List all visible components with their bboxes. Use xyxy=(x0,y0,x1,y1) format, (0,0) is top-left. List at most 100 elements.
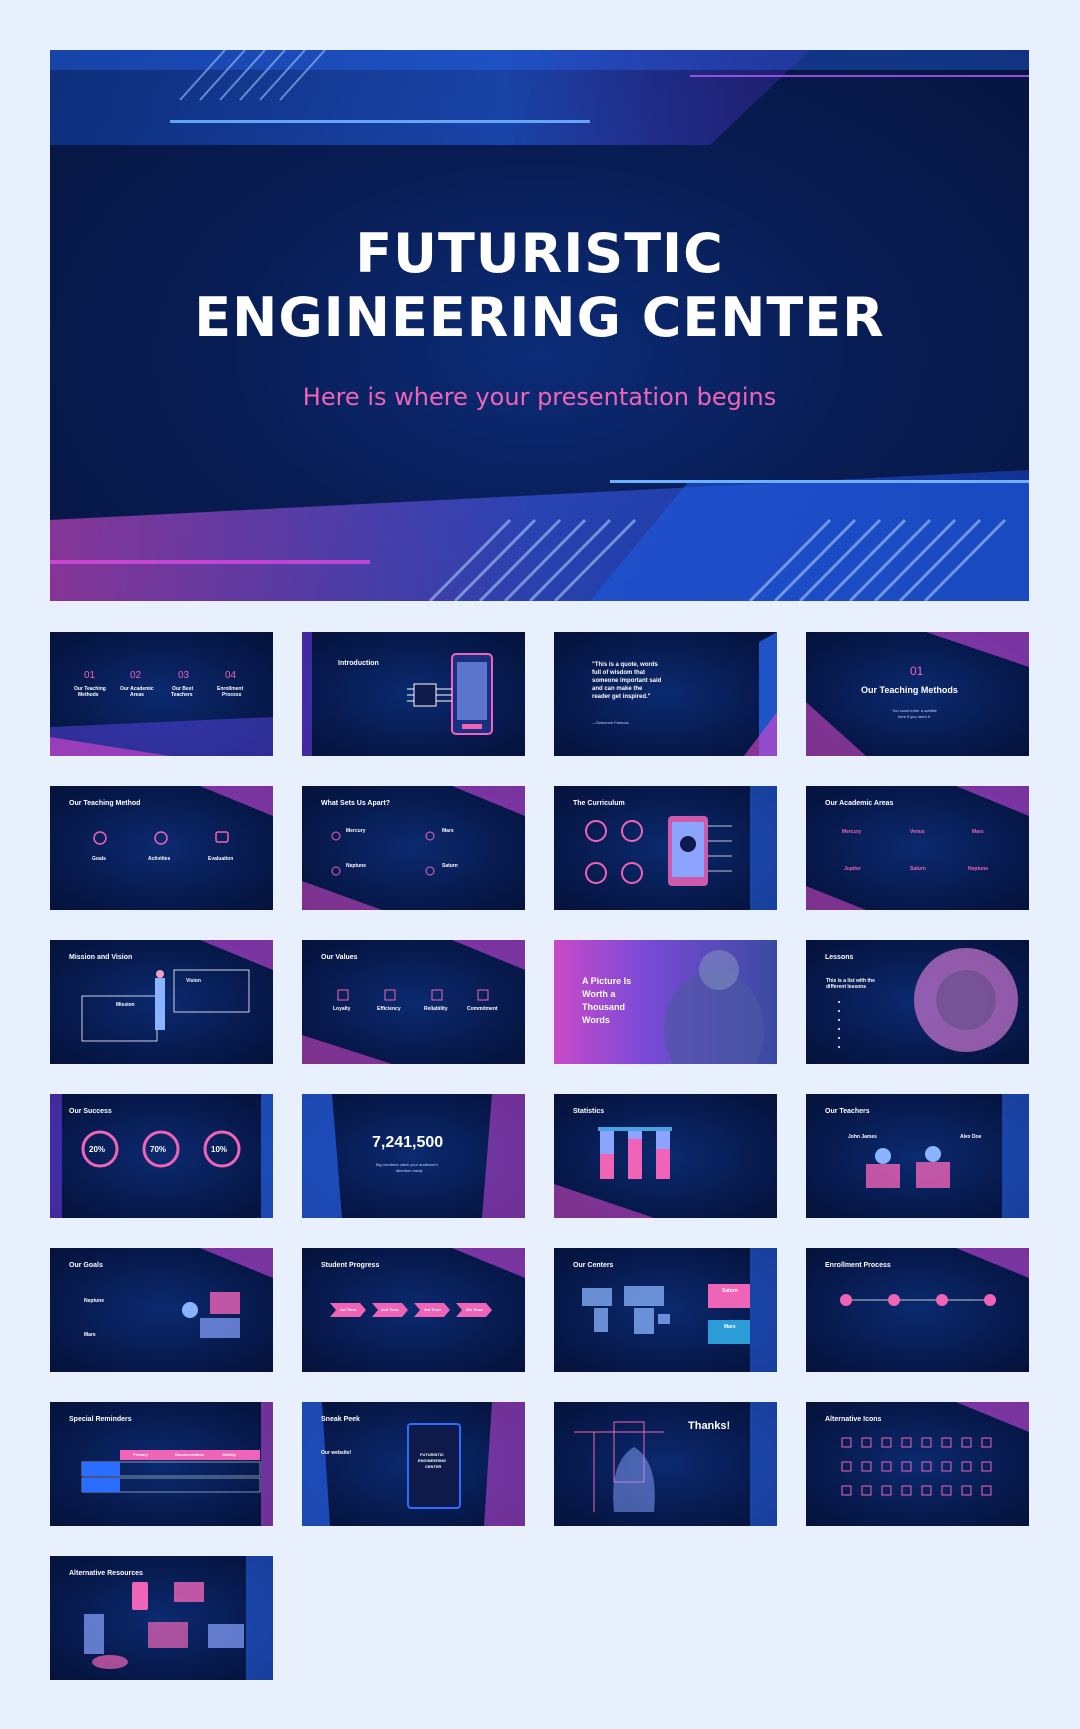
goal-label: Mars xyxy=(84,1332,96,1338)
section-label: Our Teaching xyxy=(74,686,106,692)
slide-title: The Curriculum xyxy=(573,800,625,807)
slide-decoration xyxy=(84,1556,273,1680)
slide-decoration xyxy=(806,632,1029,756)
slide-thumb-25[interactable]: Alternative Icons xyxy=(806,1402,1029,1526)
slide-thumb-2[interactable]: 01 02 03 04 Our Teaching Methods Our Aca… xyxy=(50,632,273,756)
teacher-name: Alex Doe xyxy=(960,1134,982,1140)
quote-line: "This is a quote, words xyxy=(592,662,658,668)
hero-slide[interactable]: FUTURISTIC ENGINEERING CENTER Here is wh… xyxy=(50,50,1029,601)
picture-text: Thousand xyxy=(582,1002,625,1012)
section-label: Our Academic xyxy=(120,686,154,692)
table-header: Primary xyxy=(133,1452,148,1457)
slide-thumb-5[interactable]: 01 Our Teaching Methods You could enter … xyxy=(806,632,1029,756)
slide-thumb-12[interactable]: A Picture Is Worth a Thousand Words xyxy=(554,940,777,1064)
slide-decoration xyxy=(840,1248,1029,1306)
quote-line: reader get inspired." xyxy=(592,694,651,700)
website-label: Our website! xyxy=(321,1450,352,1456)
section-label: Methods xyxy=(78,692,99,698)
hero-subtitle: Here is where your presentation begins xyxy=(302,383,777,411)
slide-thumb-18[interactable]: Our Goals Neptune Mars xyxy=(50,1248,273,1372)
slide-decoration xyxy=(50,717,273,756)
slide-thumb-10[interactable]: Mission and Vision Vision Mission xyxy=(50,940,273,1064)
slide-title: Our Academic Areas xyxy=(825,800,894,807)
slide-decoration xyxy=(302,1402,525,1526)
slide-decoration xyxy=(582,1248,777,1372)
section-label: Process xyxy=(222,692,242,698)
slide-decoration xyxy=(866,1094,1029,1218)
slide-decoration xyxy=(302,632,493,756)
slide-thumb-24[interactable]: Thanks! xyxy=(554,1402,777,1526)
section-label: Areas xyxy=(130,692,144,698)
value-label: Efficiency xyxy=(377,1006,401,1012)
term-label: 2nd Term xyxy=(381,1307,399,1312)
column-label: Goals xyxy=(92,856,106,862)
mission-label: Mission xyxy=(116,1002,135,1008)
slide-title: Our Success xyxy=(69,1108,112,1115)
lessons-subtitle: different lessons xyxy=(826,984,867,990)
slide-thumb-6[interactable]: Our Teaching Method Goals Activities Eva… xyxy=(50,786,273,910)
quote-line: full of wisdom that xyxy=(592,670,645,676)
slide-decoration xyxy=(182,1248,273,1338)
column-label: Evaluation xyxy=(208,856,234,862)
slide-thumb-4[interactable]: "This is a quote, words full of wisdom t… xyxy=(554,632,777,756)
slide-thumb-23[interactable]: Sneak Peek Our website! FUTURISTIC ENGIN… xyxy=(302,1402,525,1526)
slide-thumb-3[interactable]: Introduction xyxy=(302,632,525,756)
lessons-subtitle: This is a list with the xyxy=(826,978,875,984)
quote-line: and can make the xyxy=(592,686,643,692)
section-number: 02 xyxy=(130,670,142,681)
section-number: 01 xyxy=(910,664,924,678)
slide-decoration xyxy=(302,1094,525,1218)
slide-thumb-21[interactable]: Enrollment Process xyxy=(806,1248,1029,1372)
slide-title: Our Goals xyxy=(69,1262,103,1269)
area-label: Mercury xyxy=(842,829,862,835)
slide-thumb-9[interactable]: Our Academic Areas Mercury Venus Mars Ju… xyxy=(806,786,1029,910)
item-label: Neptune xyxy=(346,863,366,869)
slide-thumb-26[interactable]: Alternative Resources xyxy=(50,1556,273,1680)
slide-thumb-20[interactable]: Our Centers Saturn Mars xyxy=(554,1248,777,1372)
slide-title: Student Progress xyxy=(321,1262,380,1269)
thanks-title: Thanks! xyxy=(688,1420,731,1432)
hero-title: FUTURISTIC ENGINEERING CENTER xyxy=(50,222,1029,350)
section-label: Enrollment xyxy=(217,686,244,692)
percent-value: 70% xyxy=(150,1145,167,1154)
area-label: Mars xyxy=(972,829,984,835)
value-label: Loyalty xyxy=(333,1006,351,1012)
slide-title: Special Reminders xyxy=(69,1416,132,1423)
slide-title: Lessons xyxy=(825,954,854,961)
slide-title: Alternative Icons xyxy=(825,1416,882,1423)
slide-thumb-22[interactable]: Special Reminders Primary Documentation … xyxy=(50,1402,273,1526)
slide-thumb-19[interactable]: Student Progress 1st Term 2nd Term 3rd T… xyxy=(302,1248,525,1372)
slide-thumb-13[interactable]: Lessons This is a list with the differen… xyxy=(806,940,1029,1064)
area-label: Venus xyxy=(910,829,925,835)
slide-title: Our Centers xyxy=(573,1262,614,1269)
slide-title: Enrollment Process xyxy=(825,1262,891,1269)
slide-title: Statistics xyxy=(573,1108,605,1115)
slide-title: What Sets Us Apart? xyxy=(321,800,390,807)
term-label: 1st Term xyxy=(340,1307,357,1312)
slide-thumb-17[interactable]: Our Teachers John James Alex Doe xyxy=(806,1094,1029,1218)
hero-decoration xyxy=(50,50,1029,601)
teacher-name: John James xyxy=(848,1134,877,1140)
section-title: Our Teaching Methods xyxy=(861,685,958,695)
slide-thumb-7[interactable]: What Sets Us Apart? Mercury Mars Neptune… xyxy=(302,786,525,910)
slide-decoration xyxy=(744,632,777,756)
hero-title-line1: FUTURISTIC xyxy=(355,222,724,285)
value-label: Reliability xyxy=(424,1006,448,1012)
tablet-title: FUTURISTIC xyxy=(420,1452,444,1457)
section-subtitle: You could enter a subtitle xyxy=(892,708,937,713)
slide-thumb-14[interactable]: Our Success 20% 70% 10% xyxy=(50,1094,273,1218)
slide-decoration xyxy=(302,940,525,1064)
section-number: 04 xyxy=(225,670,237,681)
section-number: 03 xyxy=(178,670,190,681)
slide-decoration xyxy=(585,786,777,910)
item-label: Mars xyxy=(442,828,454,834)
tablet-title: ENGINEERING xyxy=(418,1458,447,1463)
quote-line: someone important said xyxy=(592,678,662,684)
slide-decoration xyxy=(841,1402,1029,1496)
slide-thumb-8[interactable]: The Curriculum xyxy=(554,786,777,910)
slide-thumb-11[interactable]: Our Values Loyalty Efficiency Reliabilit… xyxy=(302,940,525,1064)
slide-thumb-15[interactable]: 7,241,500 Big numbers catch your audienc… xyxy=(302,1094,525,1218)
slide-thumb-16[interactable]: Statistics xyxy=(554,1094,777,1218)
table-header: Validity xyxy=(222,1452,237,1457)
slide-decoration xyxy=(302,786,525,910)
